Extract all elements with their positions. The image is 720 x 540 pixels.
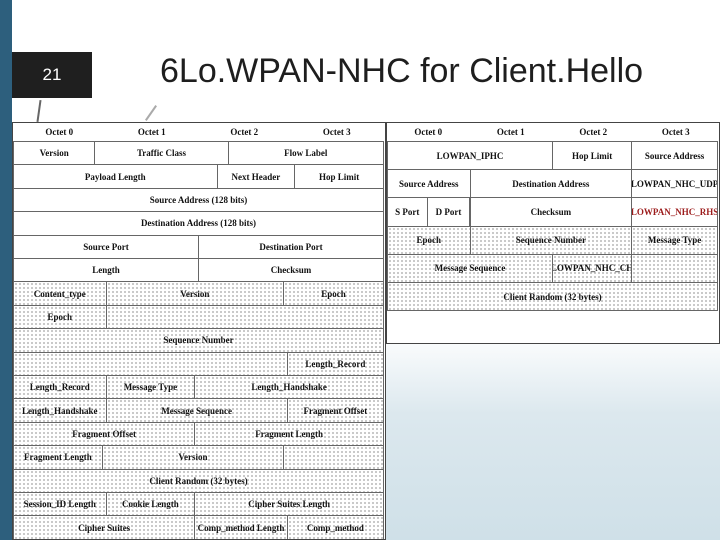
packet-field: Length_Handshake bbox=[13, 398, 107, 423]
packet-field: Message Type bbox=[631, 225, 718, 255]
packet-field bbox=[105, 304, 384, 330]
octet-header: Octet 2 bbox=[579, 127, 608, 137]
packet-field: Message Sequence bbox=[387, 253, 553, 283]
packet-field: Destination Address bbox=[469, 169, 633, 199]
octet-header: Octet 0 bbox=[414, 127, 443, 137]
packet-field: Traffic Class bbox=[94, 141, 229, 166]
packet-field: Cipher Suites Length bbox=[194, 492, 384, 517]
octet-header: Octet 3 bbox=[661, 127, 690, 137]
packet-field: Length_Record bbox=[286, 351, 384, 376]
packet-field: Cookie Length bbox=[105, 492, 196, 517]
packet-field: Destination Address (128 bits) bbox=[13, 211, 384, 236]
packet-field bbox=[631, 253, 718, 283]
packet-field: Comp_method Length bbox=[194, 515, 288, 539]
packet-field: Message Type bbox=[105, 375, 196, 400]
packet-field: Fragment Length bbox=[194, 421, 384, 447]
packet-field: Client Random (32 bytes) bbox=[387, 282, 718, 312]
slide-number: 21 bbox=[12, 52, 92, 98]
packet-field: Comp_method bbox=[286, 515, 384, 539]
packet-field: Length_Record bbox=[13, 375, 107, 400]
packet-field: Source Address bbox=[387, 169, 471, 199]
octet-header: Octet 1 bbox=[137, 127, 166, 137]
octet-header: Octet 2 bbox=[230, 127, 259, 137]
packet-field: Fragment Length bbox=[13, 445, 103, 470]
packet-field: Length_Handshake bbox=[194, 375, 384, 400]
packet-field: Hop Limit bbox=[294, 164, 384, 189]
packet-field: Version bbox=[105, 281, 285, 306]
packet-field: Payload Length bbox=[13, 164, 218, 189]
packet-field: LOWPAN_IPHC bbox=[387, 141, 553, 171]
packet-field: Source Address bbox=[631, 141, 718, 171]
packet-field: Hop Limit bbox=[552, 141, 633, 171]
packet-field: Epoch bbox=[283, 281, 384, 306]
packet-field: Fragment Offset bbox=[286, 398, 384, 423]
packet-field: Content_type bbox=[13, 281, 107, 306]
packet-field: Checksum bbox=[198, 258, 384, 283]
packet-field: Sequence Number bbox=[13, 328, 384, 353]
packet-field: D Port bbox=[426, 197, 471, 227]
packet-field: Flow Label bbox=[227, 141, 384, 166]
packet-field: Epoch bbox=[13, 304, 107, 330]
octet-header: Octet 0 bbox=[45, 127, 74, 137]
left-accent-bar bbox=[0, 0, 12, 540]
slide-title: 6Lo.WPAN-NHC for Client.Hello bbox=[160, 52, 644, 90]
packet-field: LOWPAN_NHC_RHS bbox=[631, 197, 718, 227]
packet-field: Epoch bbox=[387, 225, 471, 255]
packet-field: Session_ID Length bbox=[13, 492, 107, 517]
packet-field bbox=[283, 445, 384, 470]
packet-field: LOWPAN_NHC_UDP bbox=[631, 169, 718, 199]
packet-field: Checksum bbox=[469, 197, 633, 227]
decorative-line bbox=[36, 99, 42, 123]
packet-field: Message Sequence bbox=[105, 398, 288, 423]
packet-field: Sequence Number bbox=[469, 225, 633, 255]
packet-field: Version bbox=[13, 141, 96, 166]
decorative-line bbox=[145, 105, 157, 121]
octet-header: Octet 3 bbox=[322, 127, 351, 137]
packet-field: Fragment Offset bbox=[13, 421, 196, 447]
background-gradient bbox=[386, 330, 720, 540]
packet-field: Version bbox=[101, 445, 285, 470]
packet-field: Length bbox=[13, 258, 199, 283]
packet-field: Destination Port bbox=[198, 234, 384, 259]
packet-field: S Port bbox=[387, 197, 428, 227]
packet-field: Source Port bbox=[13, 234, 199, 259]
octet-header: Octet 1 bbox=[496, 127, 525, 137]
packet-field: Source Address (128 bits) bbox=[13, 187, 384, 213]
packet-field: Cipher Suites bbox=[13, 515, 196, 539]
packet-field: LOWPAN_NHC_CH bbox=[552, 253, 633, 283]
packet-field: Client Random (32 bytes) bbox=[13, 468, 384, 493]
packet-field: Next Header bbox=[216, 164, 296, 189]
packet-field bbox=[13, 351, 288, 376]
